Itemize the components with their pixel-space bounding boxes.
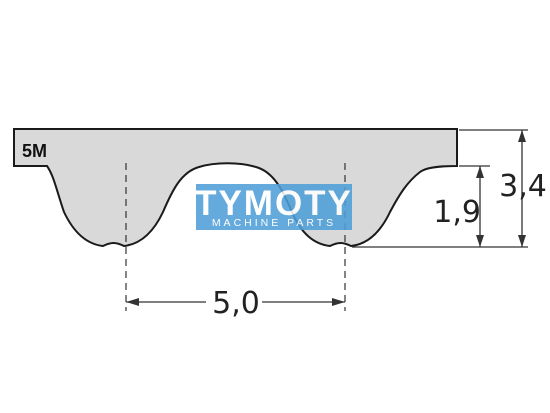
belt-height-value: 3,4 bbox=[499, 169, 547, 204]
belt-height-arrow-top bbox=[518, 130, 526, 142]
belt-height-arrow-bottom bbox=[518, 235, 526, 247]
tooth-height-arrow-bottom bbox=[476, 235, 484, 247]
tooth-height-value: 1,9 bbox=[433, 195, 481, 230]
pitch-arrow-left bbox=[126, 298, 139, 306]
watermark-tagline: MACHINE PARTS bbox=[212, 217, 336, 229]
watermark-logo: TYMOTY MACHINE PARTS bbox=[195, 184, 353, 230]
pitch-value: 5,0 bbox=[212, 286, 260, 321]
tooth-height-arrow-top bbox=[476, 166, 484, 178]
watermark-name: TYMOTY bbox=[195, 184, 353, 223]
profile-label: 5M bbox=[22, 141, 47, 161]
pitch-arrow-right bbox=[332, 298, 345, 306]
